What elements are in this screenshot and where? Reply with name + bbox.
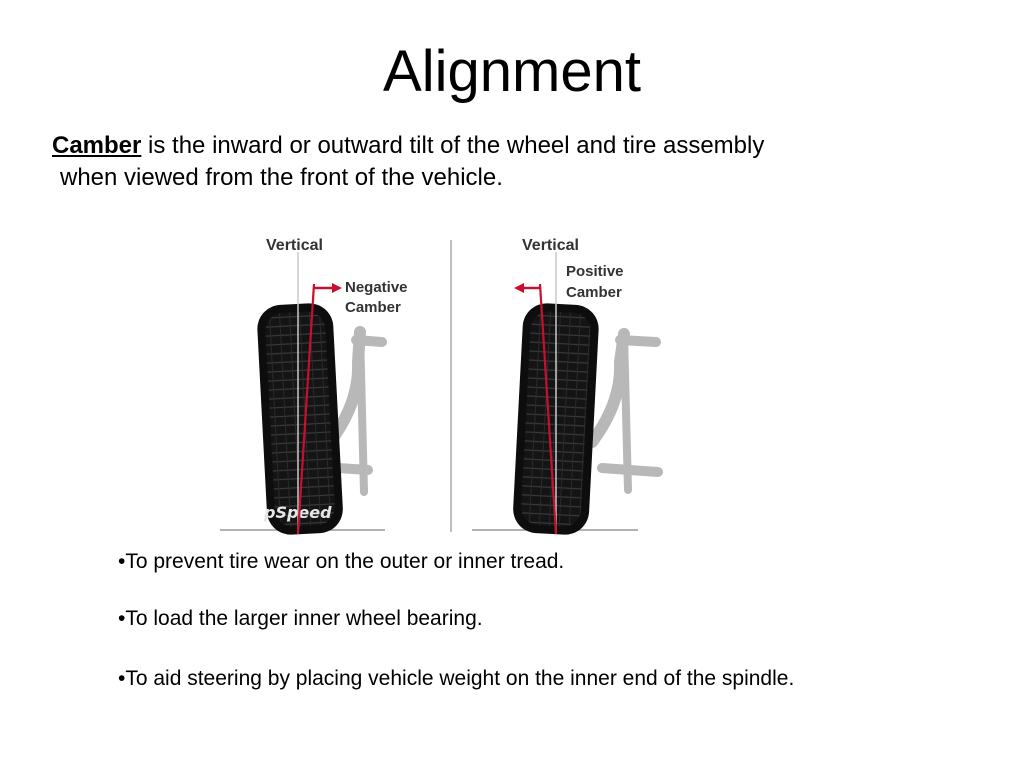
tire-left [257, 303, 343, 535]
arrow-head-left-icon [514, 283, 524, 293]
camber-definition: Camber is the inward or outward tilt of … [52, 130, 952, 194]
arrow-head-right-icon [332, 283, 342, 293]
bullet-item: •To prevent tire wear on the outer or in… [118, 550, 565, 573]
slide-title: Alignment [383, 39, 641, 104]
positive-label: Positive [566, 263, 624, 280]
negative-label: Negative [345, 279, 408, 296]
bullet-item: •To load the larger inner wheel bearing. [118, 607, 483, 630]
camber-line-right [538, 283, 558, 535]
definition-text-line1: is the inward or outward tilt of the whe… [141, 132, 765, 159]
camber-label-right: Camber [566, 284, 622, 301]
definition-text-line2: when viewed from the front of the vehicl… [60, 164, 503, 191]
positive-camber-illustration: Vertical Positive Camber [472, 237, 663, 535]
camber-label-left: Camber [345, 299, 401, 316]
suspension-right [586, 328, 663, 494]
bullet-item: •To aid steering by placing vehicle weig… [118, 667, 795, 690]
vertical-label-left: Vertical [266, 237, 323, 254]
vertical-label-right: Vertical [522, 237, 579, 254]
negative-camber-illustration: pSpeed Vertical Negative Camber [220, 237, 408, 535]
camber-diagram: pSpeed Vertical Negative Camber [210, 222, 680, 542]
camber-line-left [296, 283, 316, 535]
camber-term: Camber [52, 132, 142, 159]
